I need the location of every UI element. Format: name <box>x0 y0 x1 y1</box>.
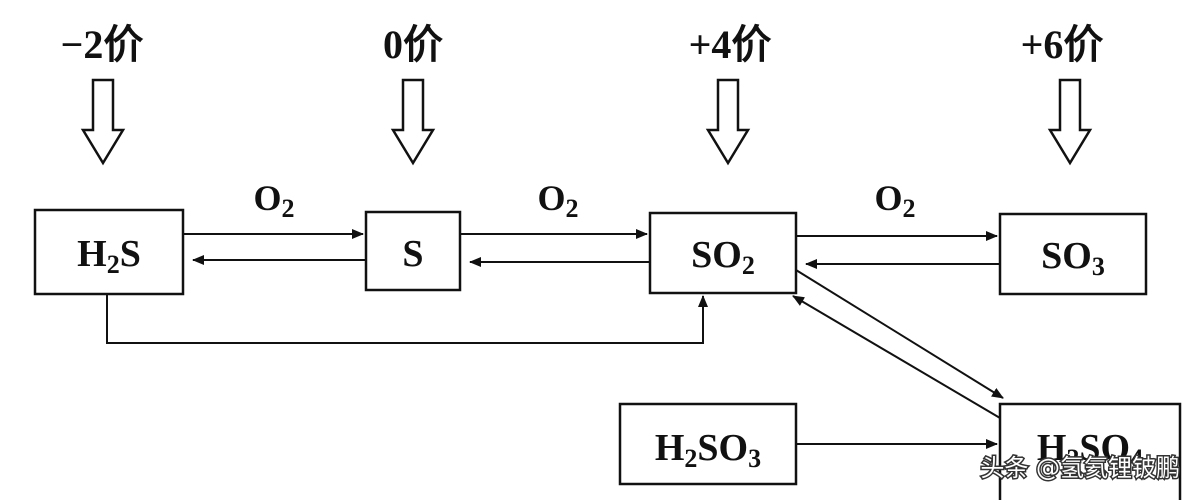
s-formula: S <box>402 233 423 275</box>
so3-box <box>998 212 1148 296</box>
o2-label-s-so2: O2 <box>537 178 578 223</box>
h2so3-box <box>618 402 798 486</box>
s-box <box>364 210 462 292</box>
h2so3-formula: H2SO3 <box>655 427 761 473</box>
arrow-h2s-to-so2 <box>106 294 708 344</box>
arrow-so2-to-h2so4 <box>795 269 1004 399</box>
arrow-h2so4-to-so2 <box>792 295 1001 419</box>
so2-formula: SO2 <box>691 234 755 280</box>
watermark: 头条 @氢氦锂铍鹏 <box>980 454 1180 482</box>
down-arrow-icon <box>80 78 126 166</box>
so2-box <box>648 211 798 295</box>
o2-label-so2-so3: O2 <box>874 178 915 223</box>
valence-label-plus6: +6价 <box>1021 22 1104 67</box>
h2s-box <box>33 208 185 296</box>
down-arrow-icon <box>705 78 751 166</box>
valence-label-0: 0价 <box>383 22 443 67</box>
down-arrow-icon <box>390 78 436 166</box>
h2s-formula: H2S <box>77 233 141 279</box>
so3-formula: SO3 <box>1041 235 1105 281</box>
o2-label-h2s-s: O2 <box>253 178 294 223</box>
valence-label-minus2: −2价 <box>61 22 144 67</box>
h2so4-box <box>998 402 1182 500</box>
h2so4-formula: H2SO4 <box>1037 427 1143 473</box>
down-arrow-icon <box>1047 78 1093 166</box>
valence-label-plus4: +4价 <box>689 22 772 67</box>
